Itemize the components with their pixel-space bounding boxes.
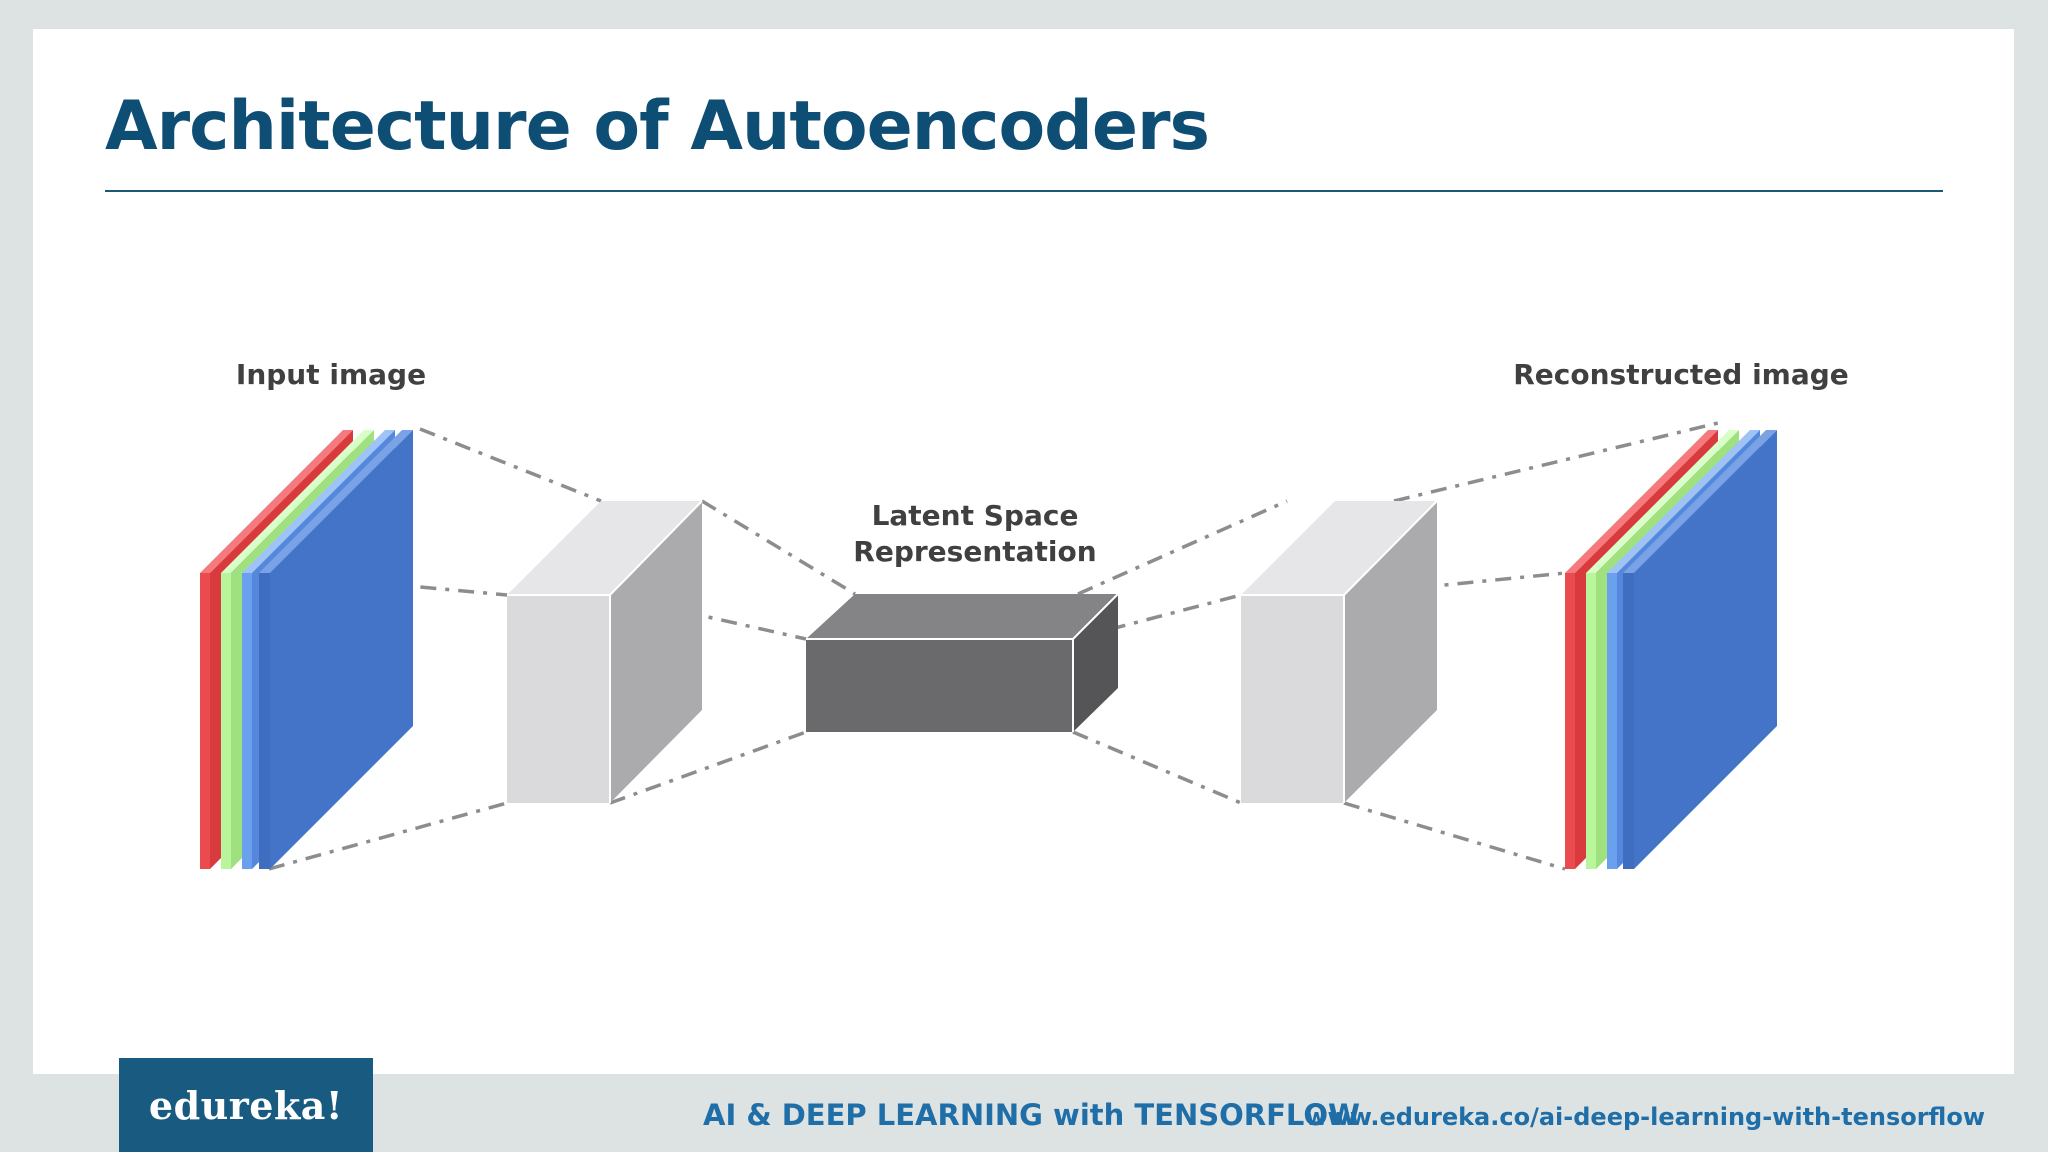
connector-line (1393, 421, 1719, 503)
connector-line (701, 499, 856, 596)
logo-text: edureka! (148, 1082, 344, 1128)
output-image-stack (1565, 430, 1777, 869)
encoder-block (507, 500, 703, 803)
latent-label-line2: Representation (853, 535, 1096, 568)
edureka-logo[interactable]: edureka! (119, 1058, 373, 1152)
connector-line (268, 801, 508, 871)
connector-line (609, 593, 807, 641)
connector-line (1343, 801, 1566, 871)
input-image-label: Input image (236, 358, 426, 391)
input-image-stack (200, 430, 413, 869)
autoencoder-diagram: Input image Latent Space Representation … (200, 358, 1849, 871)
connector-lines (268, 421, 1719, 871)
input-channel-blue (259, 430, 413, 869)
reconstructed-image-label: Reconstructed image (1513, 358, 1849, 391)
connector-line (609, 730, 807, 805)
latent-label-line1: Latent Space (872, 499, 1079, 532)
connector-line (1077, 499, 1288, 596)
slide: Architecture of Autoencoders (33, 29, 2014, 1074)
connector-line (1072, 730, 1242, 805)
output-channel-blue (1623, 430, 1777, 869)
course-url-link[interactable]: www.edureka.co/ai-deep-learning-with-ten… (1305, 1103, 1985, 1131)
connector-line (419, 427, 602, 503)
course-title: AI & DEEP LEARNING with TENSORFLOW (703, 1098, 1361, 1132)
latent-block (806, 593, 1119, 732)
decoder-block (1241, 500, 1438, 803)
slide-title: Architecture of Autoencoders (105, 87, 1210, 166)
title-divider (105, 190, 1943, 192)
